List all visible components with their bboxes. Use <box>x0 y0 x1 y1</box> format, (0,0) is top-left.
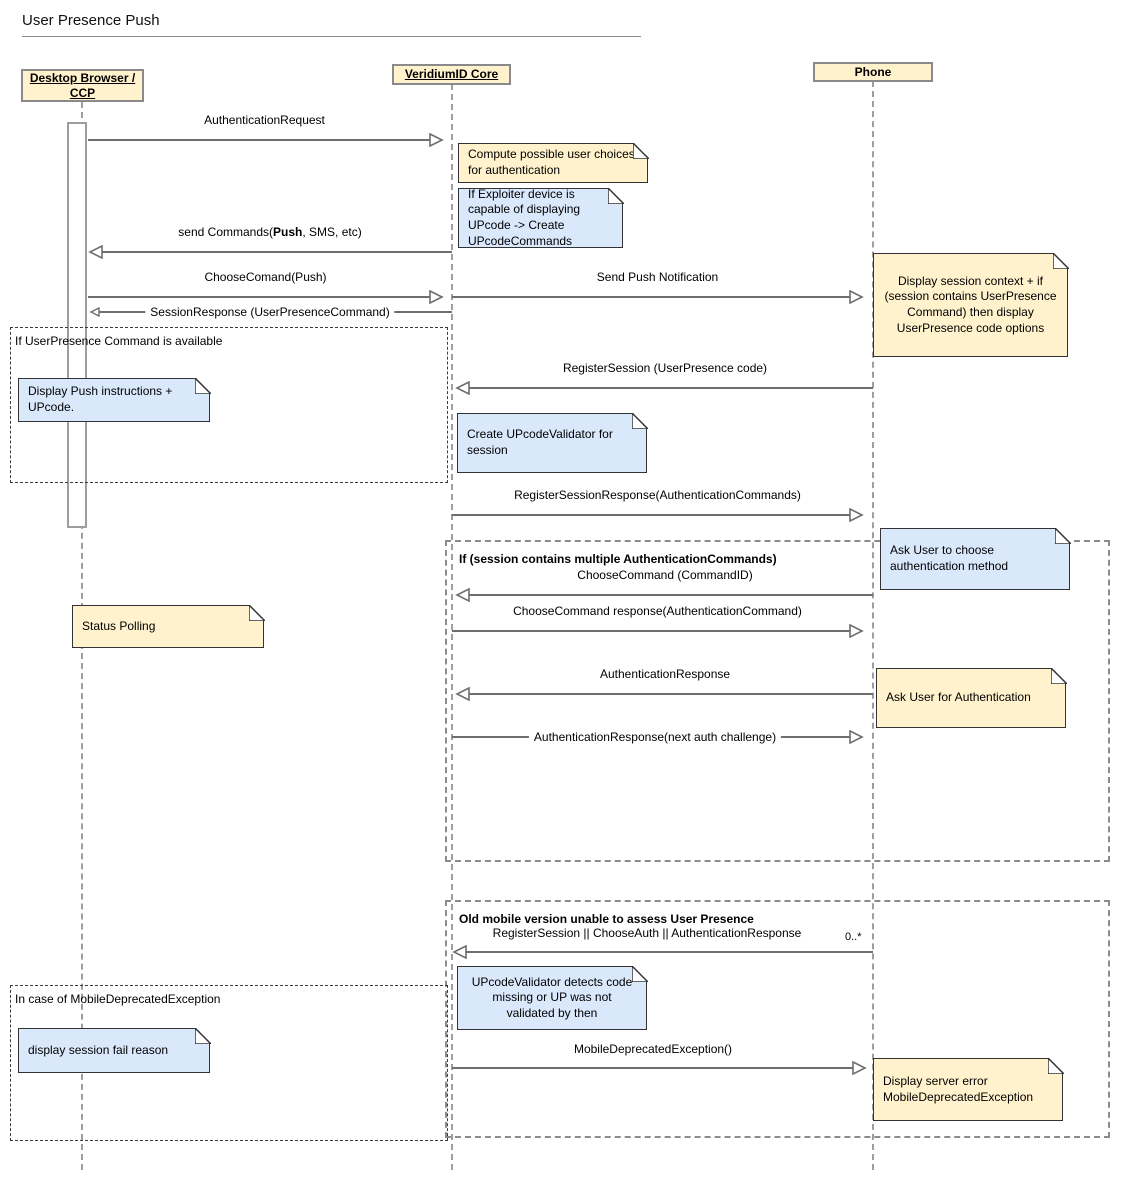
frame-old-mobile-version: Old mobile version unable to assess User… <box>445 900 1110 1138</box>
message-label: AuthenticationResponse <box>599 667 731 681</box>
note-upcodevalidator-detects: UPcodeValidator detects code missing or … <box>457 965 648 1030</box>
activation-bar-desktop <box>67 122 87 528</box>
arrowhead-left-icon <box>455 381 470 395</box>
page-title: User Presence Push <box>22 12 160 29</box>
arrowhead-left-icon <box>452 945 467 959</box>
message-line <box>100 251 452 253</box>
arrowhead-right-icon <box>849 508 864 522</box>
note-display-server-error: Display server error MobileDeprecatedExc… <box>873 1057 1064 1121</box>
note-fold-icon <box>194 377 211 394</box>
arrowhead-right-icon <box>429 290 444 304</box>
frame-label: Old mobile version unable to assess User… <box>459 912 754 926</box>
message-label: MobileDeprecatedException() <box>573 1042 733 1056</box>
message-label: send Commands(Push, SMS, etc) <box>178 225 362 239</box>
note-status-polling: Status Polling <box>72 604 265 648</box>
message-line <box>467 387 873 389</box>
message-label: ChooseCommand (CommandID) <box>577 568 753 582</box>
lifeline-phone <box>872 81 874 1170</box>
message-label: RegisterSessionResponse(AuthenticationCo… <box>514 488 801 502</box>
message-label: ChooseComand(Push) <box>204 270 327 284</box>
message-line <box>452 296 851 298</box>
lifeline-core <box>451 84 453 1170</box>
arrowhead-right-icon <box>849 730 864 744</box>
note-display-session-context: Display session context + if (session co… <box>873 252 1069 357</box>
note-fold-icon <box>194 1027 211 1044</box>
arrowhead-right-icon <box>429 133 444 147</box>
message-label: RegisterSession (UserPresence code) <box>562 361 768 375</box>
arrowhead-right-icon <box>849 290 864 304</box>
arrowhead-left-icon <box>88 245 103 259</box>
message-line <box>88 139 431 141</box>
frame-if-multiple-authcommands: If (session contains multiple Authentica… <box>445 540 1110 862</box>
note-fold-icon <box>1050 667 1067 684</box>
arrowhead-right-icon <box>852 1061 867 1075</box>
arrowhead-left-icon <box>455 588 470 602</box>
message-label: ChooseCommand response(AuthenticationCom… <box>513 604 802 618</box>
multiplicity-label: 0..* <box>845 931 862 943</box>
note-ask-user-choose-method: Ask User to choose authentication method <box>880 527 1071 590</box>
frame-if-userpresence-available: If UserPresence Command is available <box>10 327 448 483</box>
note-display-session-fail: display session fail reason <box>18 1027 211 1073</box>
frame-label: If UserPresence Command is available <box>15 334 223 348</box>
note-fold-icon <box>1054 527 1071 544</box>
message-label: Send Push Notification <box>596 270 719 284</box>
note-fold-icon <box>607 187 624 204</box>
message-line <box>452 1067 854 1069</box>
actor-phone[interactable]: Phone <box>813 62 933 82</box>
arrowhead-left-icon <box>89 307 100 317</box>
arrowhead-right-icon <box>849 624 864 638</box>
actor-desktop-browser[interactable]: Desktop Browser / CCP <box>21 69 144 102</box>
frame-label: If (session contains multiple Authentica… <box>459 552 777 566</box>
message-label: SessionResponse (UserPresenceCommand) <box>145 305 395 319</box>
note-compute-choices: Compute possible user choices for authen… <box>458 142 649 183</box>
arrowhead-left-icon <box>455 687 470 701</box>
frame-mobile-deprecated-exception: In case of MobileDeprecatedException <box>10 985 448 1141</box>
frame-label: In case of MobileDeprecatedException <box>15 992 221 1006</box>
note-fold-icon <box>248 604 265 621</box>
note-ask-user-authentication: Ask User for Authentication <box>876 667 1067 728</box>
note-fold-icon <box>632 142 649 159</box>
message-line <box>464 951 873 953</box>
title-underline <box>22 36 641 37</box>
note-fold-icon <box>1052 252 1069 269</box>
note-exploiter-upcode: If Exploiter device is capable of displa… <box>458 187 624 248</box>
note-display-push-instructions: Display Push instructions + UPcode. <box>18 377 211 422</box>
message-line <box>467 594 873 596</box>
message-label: RegisterSession || ChooseAuth || Authent… <box>492 926 802 940</box>
note-fold-icon <box>1047 1057 1064 1074</box>
note-create-upcodevalidator: Create UPcodeValidator for session <box>457 412 648 473</box>
message-label: AuthenticationResponse(next auth challen… <box>528 730 782 744</box>
note-fold-icon <box>631 412 648 429</box>
message-line <box>452 514 851 516</box>
message-label: AuthenticationRequest <box>204 113 325 127</box>
message-line <box>88 296 431 298</box>
message-line <box>452 630 851 632</box>
note-fold-icon <box>631 965 648 982</box>
message-line <box>467 693 873 695</box>
actor-veridiumid-core[interactable]: VeridiumID Core <box>392 64 511 85</box>
